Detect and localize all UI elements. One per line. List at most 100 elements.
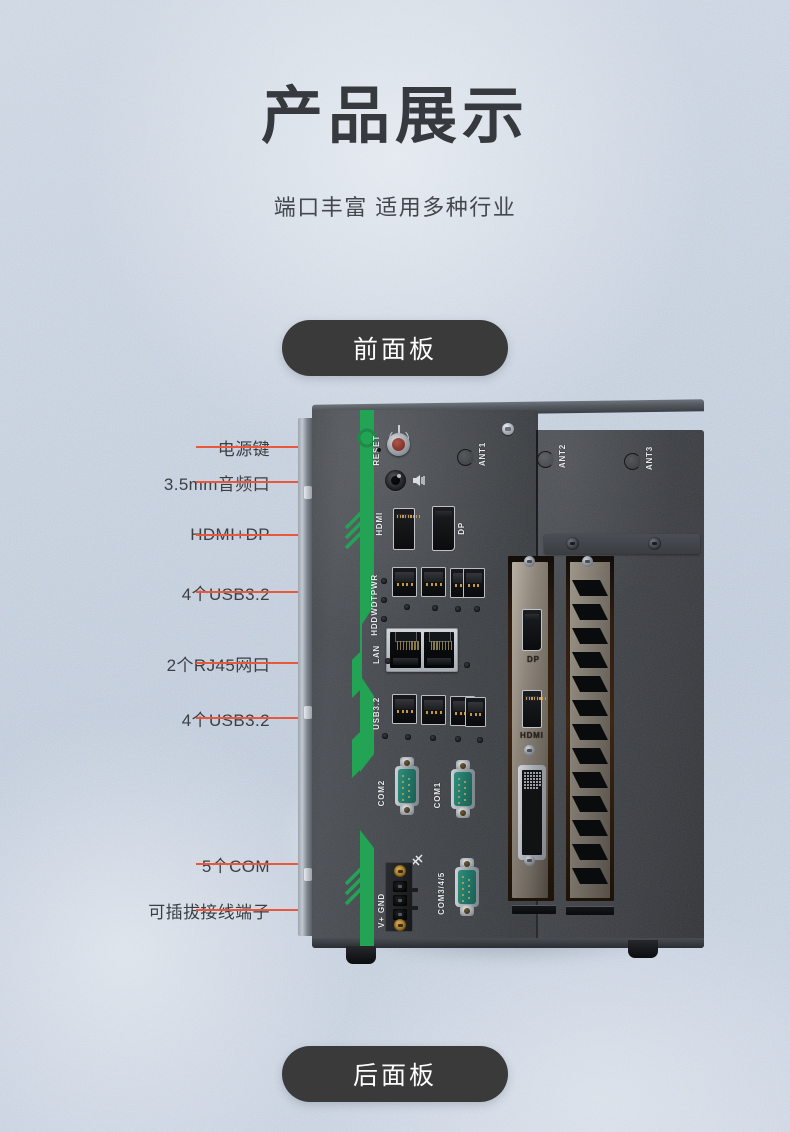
- expansion-dvi-port[interactable]: [518, 765, 546, 860]
- chassis-right-body: [536, 430, 704, 948]
- hdmi-pins: [526, 697, 547, 700]
- com345-serial-port[interactable]: [452, 858, 482, 916]
- usb-pins: [426, 711, 442, 714]
- db9-pins: [460, 874, 474, 903]
- expansion-dp-port[interactable]: [522, 609, 542, 651]
- terminal-clip: [412, 888, 418, 892]
- usb-row-screw-hole: [455, 606, 461, 612]
- expansion-dp-label: DP: [527, 655, 540, 664]
- usb3-port[interactable]: [421, 567, 446, 597]
- db9-screw: [460, 858, 474, 869]
- com345-label: COM3/4/5: [437, 872, 446, 915]
- audio-jack-3-5mm[interactable]: [385, 470, 406, 491]
- usb3-port[interactable]: [465, 697, 486, 727]
- dvi-window: [522, 770, 542, 855]
- annotation-leader-line: [196, 591, 396, 593]
- usb3-port[interactable]: [463, 568, 485, 598]
- lan-led-hole: [464, 662, 470, 668]
- vent-chevron-slots: [572, 580, 608, 884]
- annotation-item: 可插拔接线端子: [0, 899, 270, 922]
- chassis-left-side-edge: [298, 418, 314, 936]
- annotation-label: 4个USB3.2: [181, 710, 270, 730]
- dvi-pin-grid: [524, 772, 542, 789]
- db9-screw: [400, 804, 414, 815]
- usb-row-screw-hole: [405, 734, 411, 740]
- usb-contact-bar: [395, 572, 414, 582]
- usb-row-screw-hole: [404, 604, 410, 610]
- annotation-leader-line: [196, 909, 396, 911]
- side-screw: [304, 868, 312, 881]
- antenna-hole-ant3: [624, 453, 641, 470]
- db9-pins: [456, 776, 470, 805]
- page-header: 产品展示 端口丰富 适用多种行业: [0, 0, 790, 222]
- annotation-leader-line: [196, 481, 394, 483]
- bracket-screw: [524, 745, 535, 756]
- antenna-label-ant2: ANT2: [558, 444, 567, 469]
- power-button-inner: [392, 438, 405, 451]
- usb-pins: [397, 710, 413, 713]
- antenna-label-ant1: ANT1: [478, 442, 487, 467]
- page-title: 产品展示: [260, 82, 529, 151]
- db9-pins: [400, 773, 414, 802]
- usb3-port[interactable]: [421, 695, 446, 725]
- terminal-clip: [412, 906, 418, 910]
- annotation-item: 3.5mm音频口: [0, 471, 270, 494]
- rj45-lip: [393, 658, 418, 665]
- usb-pins: [470, 713, 482, 716]
- terminal-hole[interactable]: [393, 909, 407, 920]
- bracket-screw: [582, 556, 593, 567]
- terminal-screw[interactable]: [394, 865, 406, 877]
- rj45-port[interactable]: [423, 632, 454, 668]
- annotation-item: 2个RJ45网口: [0, 652, 270, 675]
- chassis-front-plate: [312, 410, 538, 946]
- hdmi-pins: [397, 515, 420, 518]
- product-device-photo: [298, 399, 706, 964]
- lan-label: LAN: [372, 645, 381, 664]
- expansion-hdmi-port[interactable]: [522, 690, 547, 728]
- bracket-screw: [524, 855, 535, 866]
- usb-contact-bar: [424, 572, 443, 582]
- side-screw: [304, 706, 312, 719]
- pluggable-terminal-block[interactable]: [385, 862, 413, 932]
- terminal-hole[interactable]: [393, 881, 407, 892]
- usb3-row-label: USB3.2: [372, 697, 381, 730]
- usb-contact-bar: [424, 700, 443, 710]
- rj45-port[interactable]: [390, 632, 421, 668]
- hdmi-port[interactable]: [393, 508, 420, 550]
- usb3-port[interactable]: [392, 694, 417, 724]
- usb-row-screw-hole: [455, 736, 461, 742]
- terminal-screw[interactable]: [394, 919, 406, 931]
- rj45-lan-block: [386, 628, 458, 672]
- power-button[interactable]: [387, 433, 410, 456]
- usb-row-screw-hole: [430, 735, 436, 741]
- com2-serial-port[interactable]: [392, 757, 422, 815]
- com1-serial-port[interactable]: [448, 760, 478, 818]
- rj45-lip: [426, 658, 451, 665]
- terminal-hole[interactable]: [393, 895, 407, 906]
- led-indicator-hdd: [381, 616, 387, 622]
- led-label-hdd: HDD: [370, 616, 379, 636]
- bracket-screw: [524, 556, 535, 567]
- led-label-pwr: PWR: [370, 574, 379, 596]
- expansion-cover-plate: [544, 534, 700, 554]
- usb-row-screw-hole: [477, 737, 483, 743]
- chassis-noise-texture: [536, 430, 704, 948]
- bottom-slot-cover: [512, 905, 556, 914]
- usb-contact-bar: [453, 701, 472, 711]
- db9-screw: [460, 905, 474, 916]
- terminal-label: V+ GND: [377, 893, 386, 928]
- hdmi-tongue: [396, 514, 412, 519]
- usb-row-screw-hole: [382, 733, 388, 739]
- bottom-slot-cover: [566, 906, 614, 915]
- dp-port[interactable]: [432, 506, 455, 551]
- dp-label: DP: [457, 522, 466, 535]
- db9-screw: [456, 760, 470, 771]
- top-panel-screw: [502, 423, 514, 435]
- led-indicator-pwr: [381, 578, 387, 584]
- antenna-hole-ant1: [457, 449, 474, 466]
- usb-contact-bar: [466, 573, 482, 583]
- usb-contact-bar: [468, 702, 483, 712]
- reset-pinhole[interactable]: [377, 448, 381, 452]
- annotation-label: 5个COM: [201, 856, 270, 876]
- usb3-port[interactable]: [392, 567, 417, 597]
